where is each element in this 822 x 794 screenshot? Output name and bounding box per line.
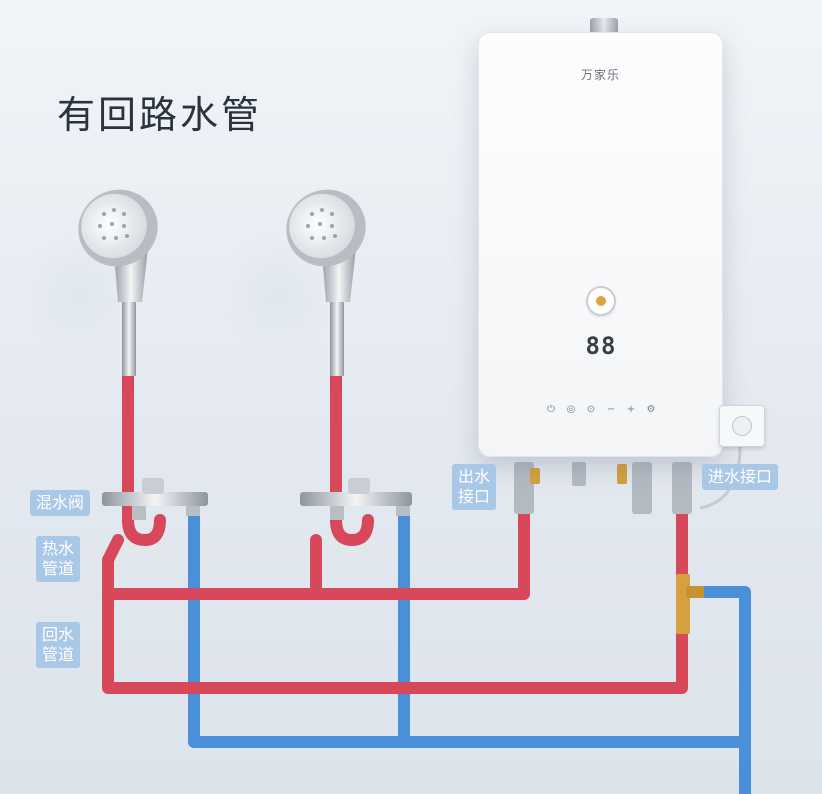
hot-pipe-riser2 — [330, 366, 374, 546]
control-knob[interactable] — [588, 288, 614, 314]
water-heater: 万家乐 88 ⏻ ◎ ⊙ − + ⚙ — [478, 32, 723, 457]
shower-head-left — [78, 189, 158, 376]
flue-cap — [590, 18, 618, 34]
target-icon[interactable]: ⊙ — [586, 404, 596, 415]
label-water-inlet: 进水接口 — [702, 464, 779, 490]
water-spray — [23, 235, 133, 355]
label-hot-water-pipe: 热水 管道 — [36, 536, 81, 582]
temperature-display: 88 — [585, 332, 617, 360]
mode-icon[interactable]: ◎ — [566, 404, 576, 415]
brass-tee-fitting — [676, 574, 704, 634]
mixing-valve-right[interactable] — [300, 478, 412, 520]
control-panel: 88 ⏻ ◎ ⊙ − + ⚙ — [541, 280, 661, 430]
power-socket — [719, 405, 765, 447]
label-mixing-valve: 混水阀 — [30, 490, 91, 516]
page-title: 有回路水管 — [57, 93, 263, 137]
minus-icon[interactable]: − — [606, 404, 616, 415]
settings-icon[interactable]: ⚙ — [646, 404, 656, 415]
control-icons: ⏻ ◎ ⊙ − + ⚙ — [541, 404, 661, 415]
heater-connectors — [514, 462, 692, 514]
brand-logo: 万家乐 — [580, 68, 620, 82]
hot-water-pipes — [102, 366, 688, 694]
cold-water-pipes — [188, 506, 751, 794]
cold-pipe-shower1 — [188, 506, 751, 748]
power-icon[interactable]: ⏻ — [547, 404, 555, 415]
label-return-water-pipe: 回水 管道 — [36, 622, 81, 668]
label-water-outlet: 出水 接口 — [452, 464, 497, 510]
cold-pipe-inlet — [694, 586, 751, 794]
hot-pipe-riser1 — [122, 366, 166, 546]
plus-icon[interactable]: + — [626, 404, 636, 415]
water-spray — [223, 235, 333, 355]
mixing-valve-left[interactable] — [102, 478, 208, 520]
hot-pipe-drop1 — [102, 534, 124, 606]
shower-head-right — [286, 189, 366, 376]
